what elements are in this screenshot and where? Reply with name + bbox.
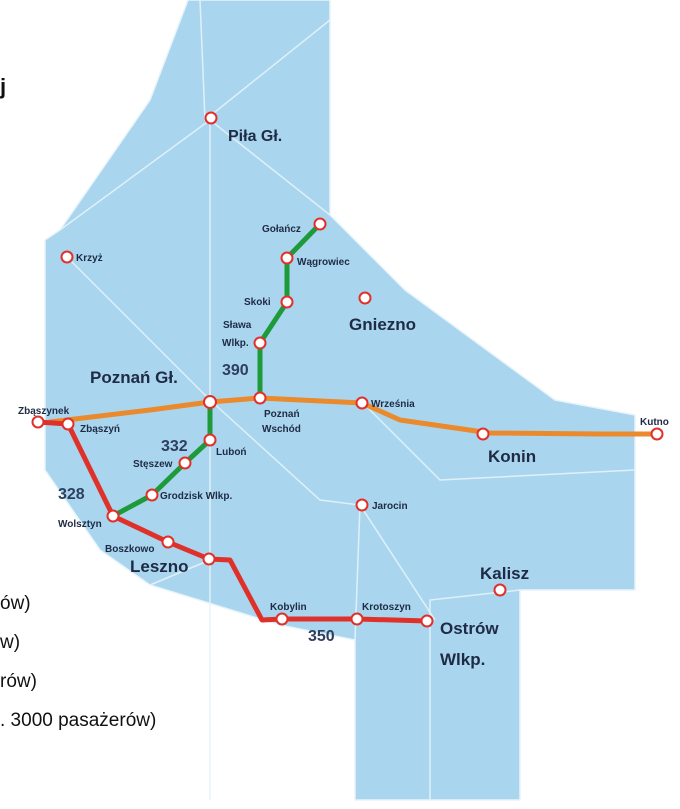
label-poznan-gl: Poznań Gł. bbox=[90, 368, 178, 387]
label-lubon: Luboń bbox=[216, 447, 247, 458]
station-jarocin[interactable] bbox=[355, 498, 369, 512]
station-poznan-wschod[interactable] bbox=[253, 391, 267, 405]
station-kalisz[interactable] bbox=[493, 583, 507, 597]
label-zbaszyn: Zbąszyń bbox=[80, 424, 120, 435]
label-grodzisk: Grodzisk Wlkp. bbox=[160, 491, 232, 502]
station-boszkowo[interactable] bbox=[161, 535, 175, 549]
label-steszew: Stęszew bbox=[133, 459, 173, 470]
station-krotoszyn[interactable] bbox=[350, 612, 364, 626]
label-leszno: Leszno bbox=[130, 557, 189, 576]
station-zbaszynek[interactable] bbox=[31, 415, 45, 429]
line-red-328-350 bbox=[35, 419, 430, 624]
label-poznan-wschod-2: Wschód bbox=[262, 424, 301, 435]
station-slawa[interactable] bbox=[253, 336, 267, 350]
label-boszkowo: Boszkowo bbox=[105, 544, 154, 555]
station-pila[interactable] bbox=[204, 111, 218, 125]
label-krzyz: Krzyż bbox=[76, 253, 103, 264]
station-skoki[interactable] bbox=[280, 295, 294, 309]
label-ostrow-2: Wlkp. bbox=[440, 650, 485, 669]
label-zbaszynek: Zbąszynek bbox=[18, 406, 70, 417]
station-gniezno[interactable] bbox=[358, 291, 372, 305]
line-number-390: 390 bbox=[222, 362, 249, 379]
legend-line-3: rów) bbox=[0, 671, 37, 692]
station-poznan-gl[interactable] bbox=[203, 395, 217, 409]
stations bbox=[31, 111, 664, 628]
line-number-332: 332 bbox=[161, 438, 188, 455]
legend-line-4: . 3000 pasażerów) bbox=[0, 710, 157, 731]
label-poznan-wschod-1: Poznań bbox=[264, 409, 300, 420]
station-krzyz[interactable] bbox=[60, 250, 74, 264]
legend-line-1: ów) bbox=[0, 593, 31, 614]
label-kalisz: Kalisz bbox=[480, 564, 529, 583]
label-wolsztyn: Wolsztyn bbox=[58, 519, 102, 530]
station-golancz[interactable] bbox=[313, 217, 327, 231]
label-golancz: Gołańcz bbox=[262, 224, 301, 235]
label-slawa-1: Sława bbox=[223, 320, 252, 331]
label-konin: Konin bbox=[488, 447, 536, 466]
label-gniezno: Gniezno bbox=[349, 315, 416, 334]
station-kobylin[interactable] bbox=[275, 612, 289, 626]
line-number-350: 350 bbox=[308, 628, 335, 645]
title-fragment: j bbox=[0, 74, 7, 99]
label-pila: Piła Gł. bbox=[228, 128, 282, 145]
label-ostrow-1: Ostrów bbox=[440, 619, 499, 638]
district-borders bbox=[59, 0, 636, 800]
station-lubon[interactable] bbox=[203, 433, 217, 447]
label-skoki: Skoki bbox=[244, 297, 271, 308]
station-wolsztyn[interactable] bbox=[106, 509, 120, 523]
station-ostrow[interactable] bbox=[420, 614, 434, 628]
line-number-328: 328 bbox=[58, 486, 85, 503]
label-krotoszyn: Krotoszyn bbox=[362, 602, 411, 613]
label-jarocin: Jarocin bbox=[372, 501, 408, 512]
station-konin[interactable] bbox=[476, 427, 490, 441]
label-slawa-2: Wlkp. bbox=[222, 338, 249, 349]
station-wrzesnia[interactable] bbox=[355, 396, 369, 410]
station-zbaszyn[interactable] bbox=[61, 417, 75, 431]
station-leszno[interactable] bbox=[202, 552, 216, 566]
label-kobylin: Kobylin bbox=[270, 602, 307, 613]
station-steszew[interactable] bbox=[178, 456, 192, 470]
label-wrzesnia: Września bbox=[371, 399, 415, 410]
label-kutno: Kutno bbox=[640, 417, 669, 428]
legend-line-2: w) bbox=[0, 632, 21, 653]
station-kutno[interactable] bbox=[650, 427, 664, 441]
label-wagrowiec: Wągrowiec bbox=[297, 257, 350, 268]
station-grodzisk[interactable] bbox=[145, 488, 159, 502]
station-wagrowiec[interactable] bbox=[280, 251, 294, 265]
